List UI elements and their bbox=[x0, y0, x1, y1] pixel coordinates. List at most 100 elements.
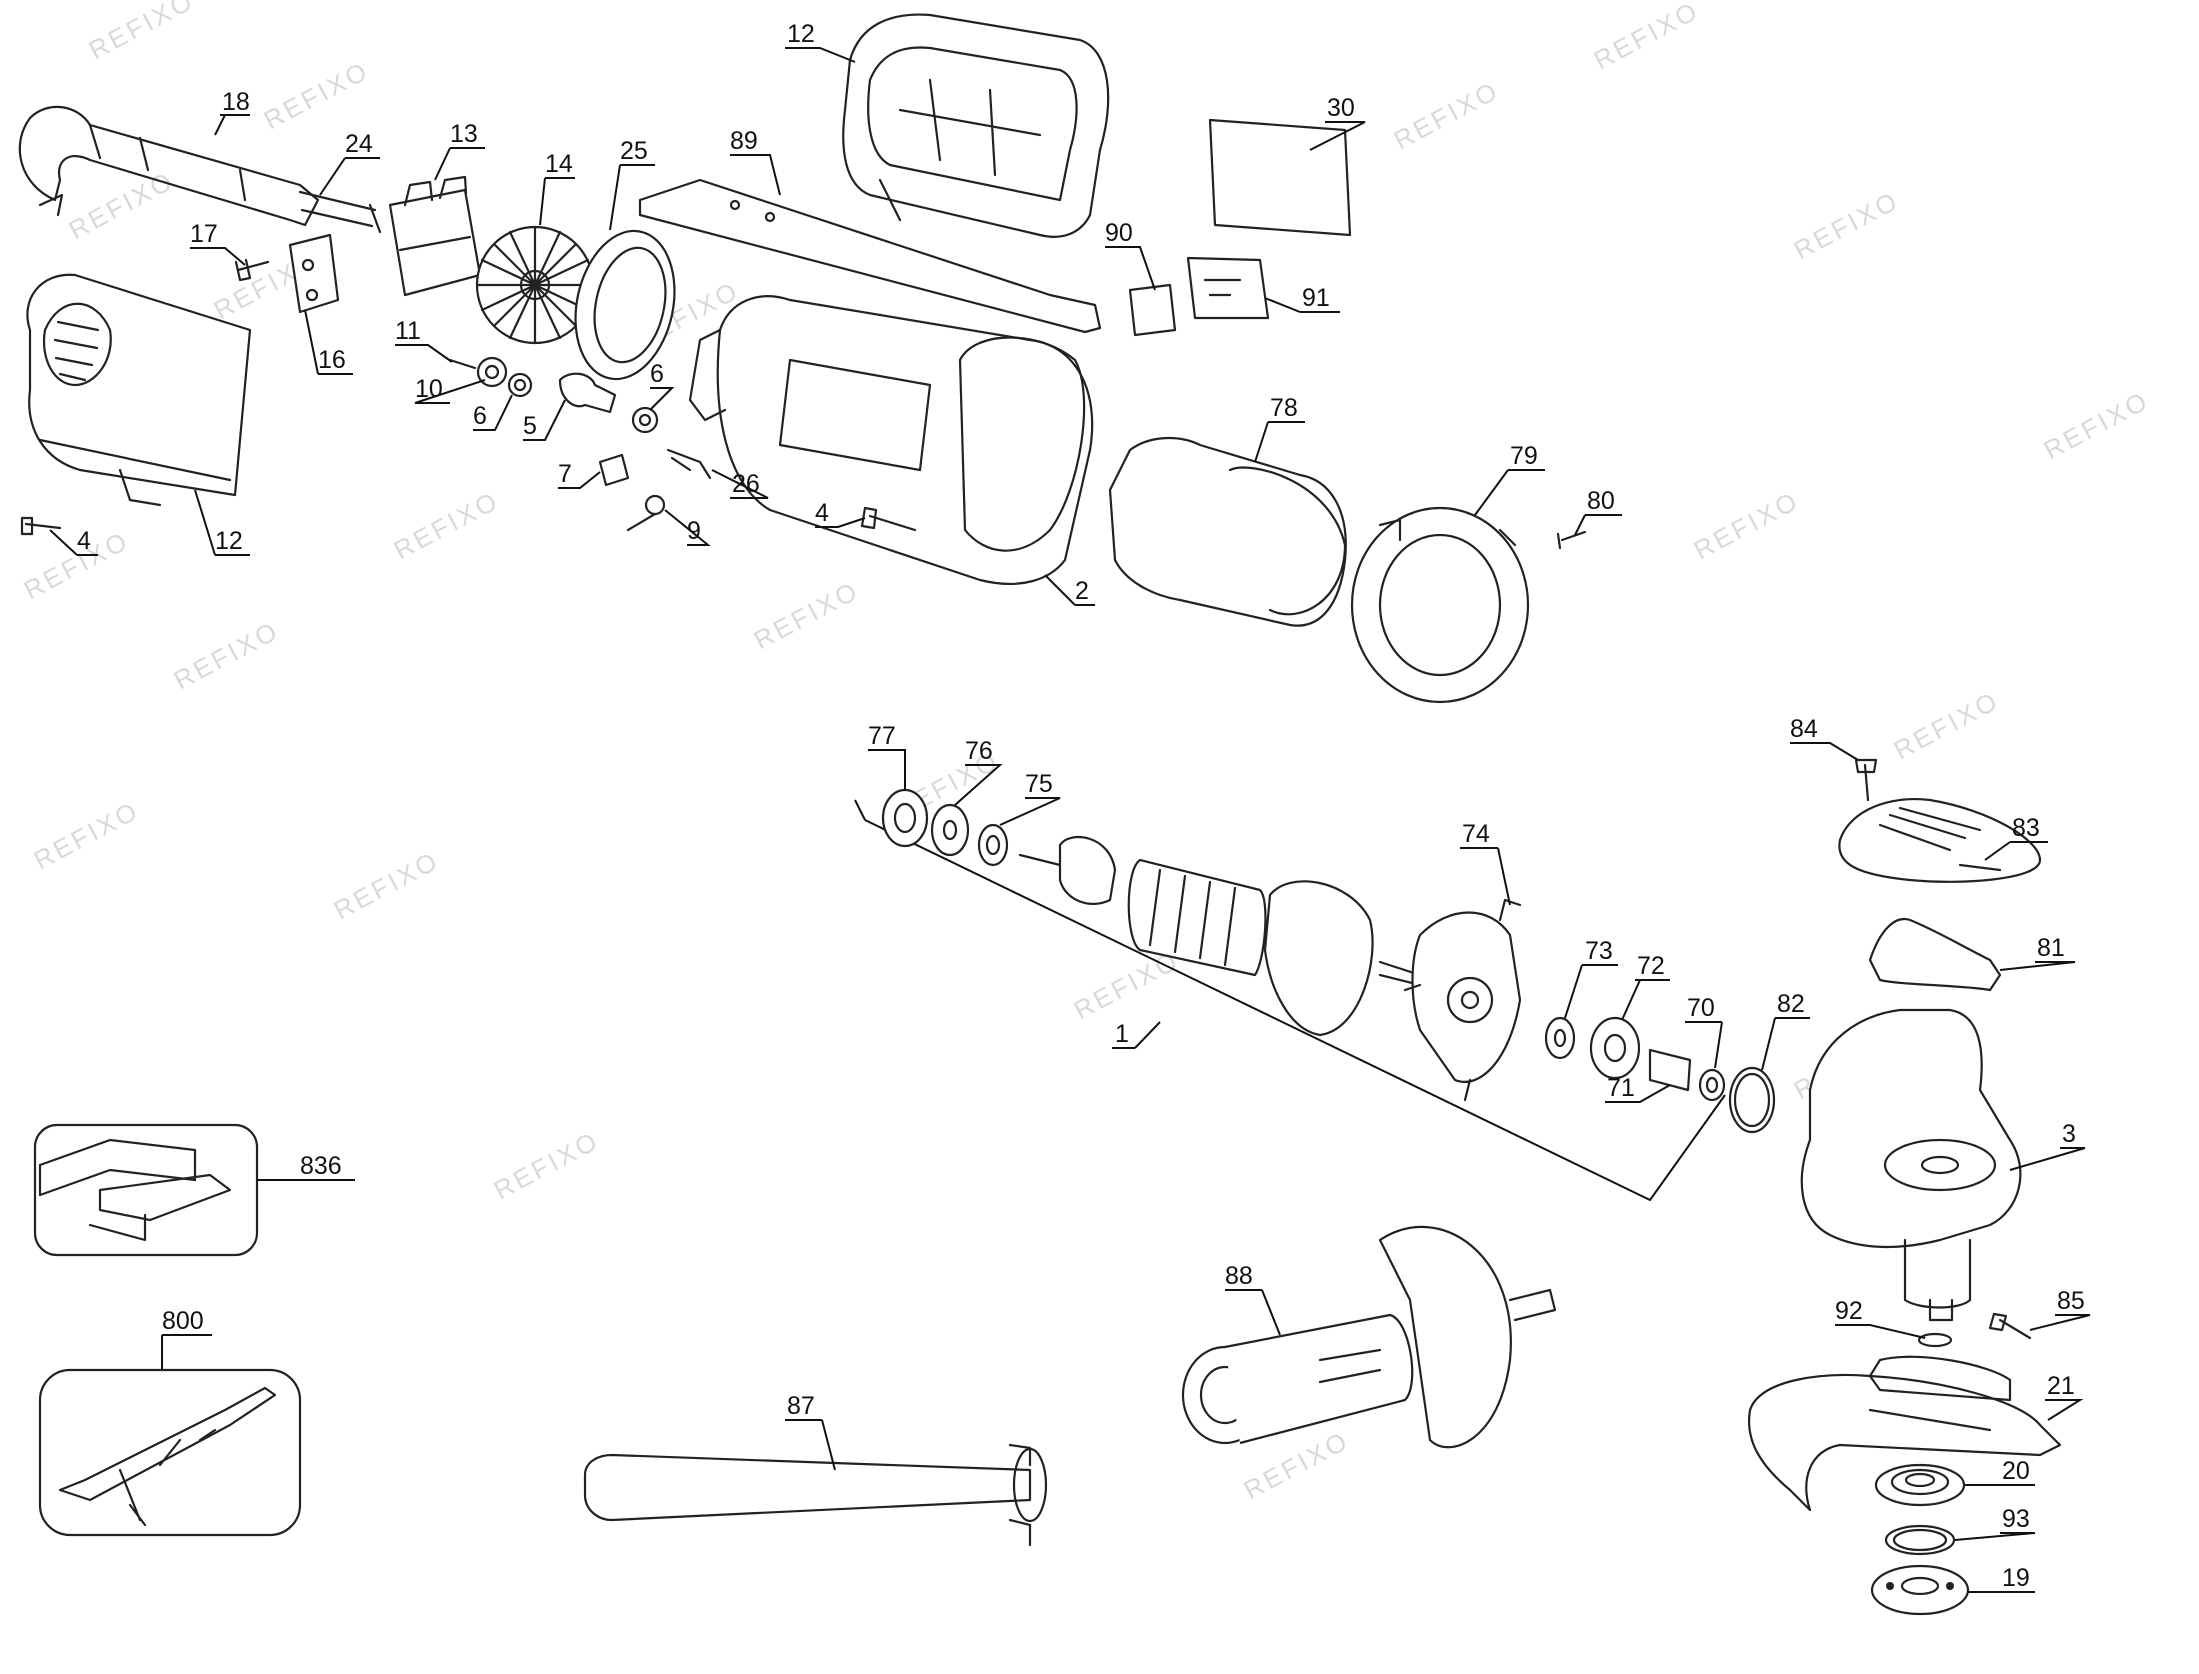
label-74: 74 bbox=[1462, 820, 1490, 848]
callout-14: 14 bbox=[539, 150, 575, 226]
callout-16: 16 bbox=[304, 309, 353, 375]
label-18: 18 bbox=[222, 88, 250, 116]
callout-89: 89 bbox=[730, 127, 781, 196]
label-3: 3 bbox=[2062, 1120, 2076, 1148]
callout-11: 11 bbox=[395, 317, 453, 363]
label-10: 10 bbox=[415, 375, 443, 403]
part-6-washer-a bbox=[507, 372, 533, 398]
part-73-washer bbox=[1544, 1016, 1576, 1060]
part-75-washer bbox=[977, 823, 1009, 867]
part-78-field bbox=[1108, 436, 1347, 627]
label-21: 21 bbox=[2047, 1372, 2075, 1400]
part-70-nut bbox=[1698, 1068, 1726, 1102]
label-2: 2 bbox=[1075, 577, 1089, 605]
callout-79: 79 bbox=[1474, 442, 1545, 516]
callout-18: 18 bbox=[214, 88, 250, 136]
part-6-washer-b bbox=[631, 406, 659, 434]
part-30-label bbox=[1208, 118, 1352, 237]
watermark: REFIXO bbox=[259, 55, 374, 135]
label-16: 16 bbox=[318, 346, 346, 374]
callout-4-b: 4 bbox=[815, 499, 866, 528]
label-71: 71 bbox=[1607, 1074, 1635, 1102]
part-90-slide bbox=[1128, 283, 1177, 337]
part-92-washer bbox=[1917, 1332, 1953, 1348]
part-89-bar bbox=[638, 178, 1102, 334]
part-10-bearing bbox=[476, 356, 508, 388]
callout-1: 1 bbox=[1112, 1020, 1161, 1049]
part-7-brush bbox=[598, 453, 630, 487]
watermark: REFIXO bbox=[29, 795, 144, 875]
label-14: 14 bbox=[545, 150, 573, 178]
callout-84: 84 bbox=[1790, 715, 1859, 761]
callout-91: 91 bbox=[1264, 284, 1340, 313]
label-19: 19 bbox=[2002, 1564, 2030, 1592]
label-79: 79 bbox=[1510, 442, 1538, 470]
part-2-motor-housing bbox=[688, 295, 1094, 585]
label-12-bottom: 12 bbox=[215, 527, 243, 555]
label-72: 72 bbox=[1637, 952, 1665, 980]
callout-6-a: 6 bbox=[473, 394, 513, 431]
watermark: REFIXO bbox=[749, 575, 864, 655]
part-24-cord bbox=[298, 190, 382, 234]
label-81: 81 bbox=[2037, 934, 2065, 962]
part-87-wrench bbox=[583, 1443, 1048, 1547]
label-80: 80 bbox=[1587, 487, 1615, 515]
callout-3: 3 bbox=[2009, 1120, 2086, 1171]
callout-93: 93 bbox=[1954, 1505, 2036, 1541]
part-12-housing-half bbox=[842, 13, 1110, 238]
callout-82: 82 bbox=[1761, 990, 1810, 1071]
part-79-end-plate bbox=[1350, 506, 1530, 704]
part-16-cord-clamp bbox=[288, 233, 340, 314]
part-21-guard bbox=[1747, 1355, 2062, 1512]
part-11-screw bbox=[448, 358, 477, 370]
label-78: 78 bbox=[1270, 394, 1298, 422]
part-800-brush-set bbox=[38, 1368, 302, 1537]
part-77-bearing bbox=[881, 788, 929, 848]
part-19-nut bbox=[1870, 1564, 1970, 1616]
watermark: REFIXO bbox=[1689, 485, 1804, 565]
watermark: REFIXO bbox=[1789, 185, 1904, 265]
watermark: REFIXO bbox=[169, 615, 284, 695]
label-20: 20 bbox=[2002, 1457, 2030, 1485]
callout-73: 73 bbox=[1564, 937, 1618, 1019]
part-88-side-handle bbox=[1181, 1225, 1557, 1449]
label-24: 24 bbox=[345, 130, 373, 158]
watermark: REFIXO bbox=[2039, 385, 2154, 465]
watermark: REFIXO bbox=[1889, 685, 2004, 765]
callout-71: 71 bbox=[1605, 1074, 1671, 1103]
label-73: 73 bbox=[1585, 937, 1613, 965]
label-12-top: 12 bbox=[787, 20, 815, 48]
callout-26: 26 bbox=[711, 469, 769, 499]
callout-17: 17 bbox=[190, 220, 246, 266]
label-11: 11 bbox=[395, 317, 421, 345]
callout-75: 75 bbox=[999, 770, 1061, 826]
callout-80: 80 bbox=[1574, 487, 1622, 536]
callout-77: 77 bbox=[868, 722, 906, 790]
part-5-brush-holder bbox=[558, 372, 617, 414]
label-91: 91 bbox=[1302, 284, 1330, 312]
part-80-screw bbox=[1556, 530, 1587, 550]
part-14-fan bbox=[475, 225, 595, 345]
callout-836: 836 bbox=[257, 1152, 355, 1181]
part-72-bearing bbox=[1589, 1016, 1641, 1080]
label-75: 75 bbox=[1025, 770, 1053, 798]
callout-25: 25 bbox=[609, 137, 655, 231]
callout-30: 30 bbox=[1309, 94, 1366, 151]
part-76-washer bbox=[930, 803, 970, 857]
callout-70: 70 bbox=[1685, 994, 1723, 1069]
part-3-gear-case bbox=[1800, 1008, 2022, 1322]
watermark: REFIXO bbox=[1389, 75, 1504, 155]
watermark: REFIXO bbox=[389, 485, 504, 565]
callout-72: 72 bbox=[1621, 952, 1670, 1021]
watermark: REFIXO bbox=[1589, 0, 1704, 75]
watermark: REFIXO bbox=[64, 165, 179, 245]
label-93: 93 bbox=[2002, 1505, 2030, 1533]
label-76: 76 bbox=[965, 737, 993, 765]
callout-87: 87 bbox=[785, 1392, 836, 1471]
callout-5: 5 bbox=[523, 399, 566, 441]
callout-92: 92 bbox=[1835, 1297, 1926, 1339]
label-6-b: 6 bbox=[650, 360, 664, 388]
label-90: 90 bbox=[1105, 219, 1133, 247]
watermark: REFIXO bbox=[84, 0, 199, 65]
